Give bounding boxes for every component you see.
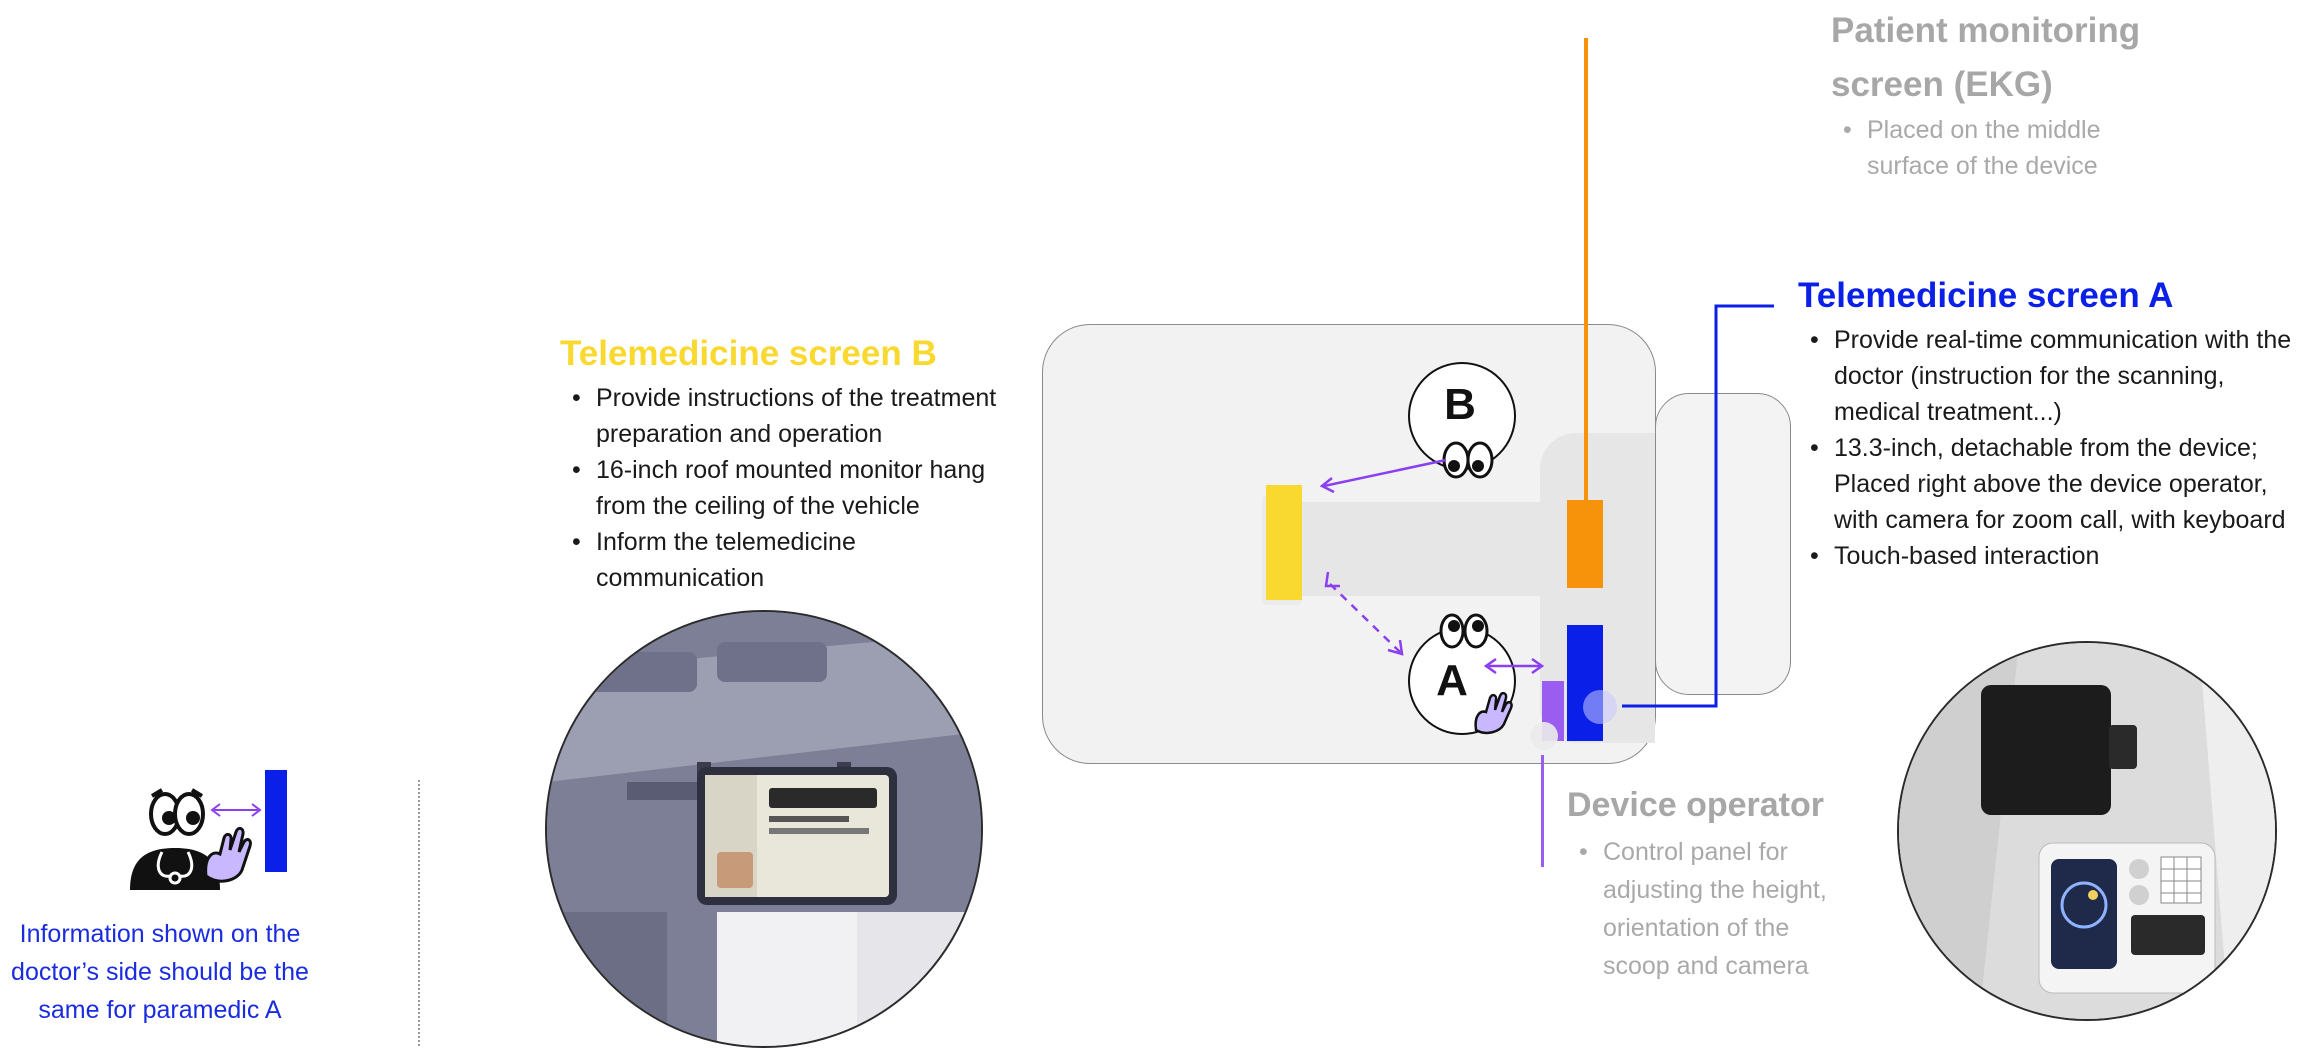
eyes-icon xyxy=(1442,441,1494,479)
doctor-note: Information shown on the doctor’s side s… xyxy=(11,920,309,1024)
ekg-section: Patient monitoring screen (EKG) Placed o… xyxy=(1831,4,2251,184)
screen-a-bullet: Touch-based interaction xyxy=(1798,538,2313,574)
person-a-label: A xyxy=(1436,656,1468,705)
divider xyxy=(418,780,420,1046)
screen-b-bullet: 16-inch roof mounted monitor hang from t… xyxy=(560,452,1030,524)
screen-b-marker xyxy=(1266,485,1302,600)
screen-b-bullet: Provide instructions of the treatment pr… xyxy=(560,380,1030,452)
screen-a-bullets: Provide real-time communication with the… xyxy=(1798,322,2313,574)
screen-b-section: Telemedicine screen B Provide instructio… xyxy=(560,334,1030,596)
person-b-label: B xyxy=(1444,380,1476,429)
ekg-title-line1: Patient monitoring xyxy=(1831,11,2141,50)
operator-bullet: Control panel for adjusting the height, … xyxy=(1567,833,1857,985)
screen-a-title: Telemedicine screen A xyxy=(1798,276,2174,315)
ekg-marker xyxy=(1567,500,1603,588)
ekg-bullet: Placed on the middle surface of the devi… xyxy=(1831,112,2131,184)
screen-b-bullets: Provide instructions of the treatment pr… xyxy=(560,380,1030,596)
device-back-panel xyxy=(1655,393,1791,695)
double-arrow-icon xyxy=(210,803,262,817)
ekg-title-line2: screen (EKG) xyxy=(1831,65,2053,104)
screen-b-title: Telemedicine screen B xyxy=(560,334,937,373)
screen-a-bullet: Provide real-time communication with the… xyxy=(1798,322,2313,430)
screen-a-section: Telemedicine screen A Provide real-time … xyxy=(1798,276,2313,574)
stretcher xyxy=(1262,502,1550,596)
screen-a-bullet: 13.3-inch, detachable from the device; P… xyxy=(1798,430,2313,538)
ekg-bullets: Placed on the middle surface of the devi… xyxy=(1831,112,2131,184)
screen-a-connector xyxy=(1622,304,1774,708)
device-panel-photo xyxy=(1897,641,2277,1021)
operator-connector-line xyxy=(1541,755,1544,867)
doctor-screen-a-marker xyxy=(265,770,287,872)
operator-section: Device operator Control panel for adjust… xyxy=(1567,786,1867,985)
screen-b-bullet: Inform the telemedicine communication xyxy=(560,524,1030,596)
roof-monitor-photo xyxy=(545,610,983,1048)
doctor-avatar-icon xyxy=(130,788,252,890)
ekg-connector-line xyxy=(1584,38,1588,500)
eyes-icon xyxy=(1439,613,1489,649)
gaze-arrows xyxy=(1319,458,1545,675)
operator-title: Device operator xyxy=(1567,786,1824,824)
operator-bullets: Control panel for adjusting the height, … xyxy=(1567,833,1857,985)
hand-icon xyxy=(1474,691,1513,735)
screen-a-marker-highlight xyxy=(1583,690,1617,724)
operator-marker-highlight xyxy=(1530,722,1558,750)
doctor-figure xyxy=(120,780,300,890)
